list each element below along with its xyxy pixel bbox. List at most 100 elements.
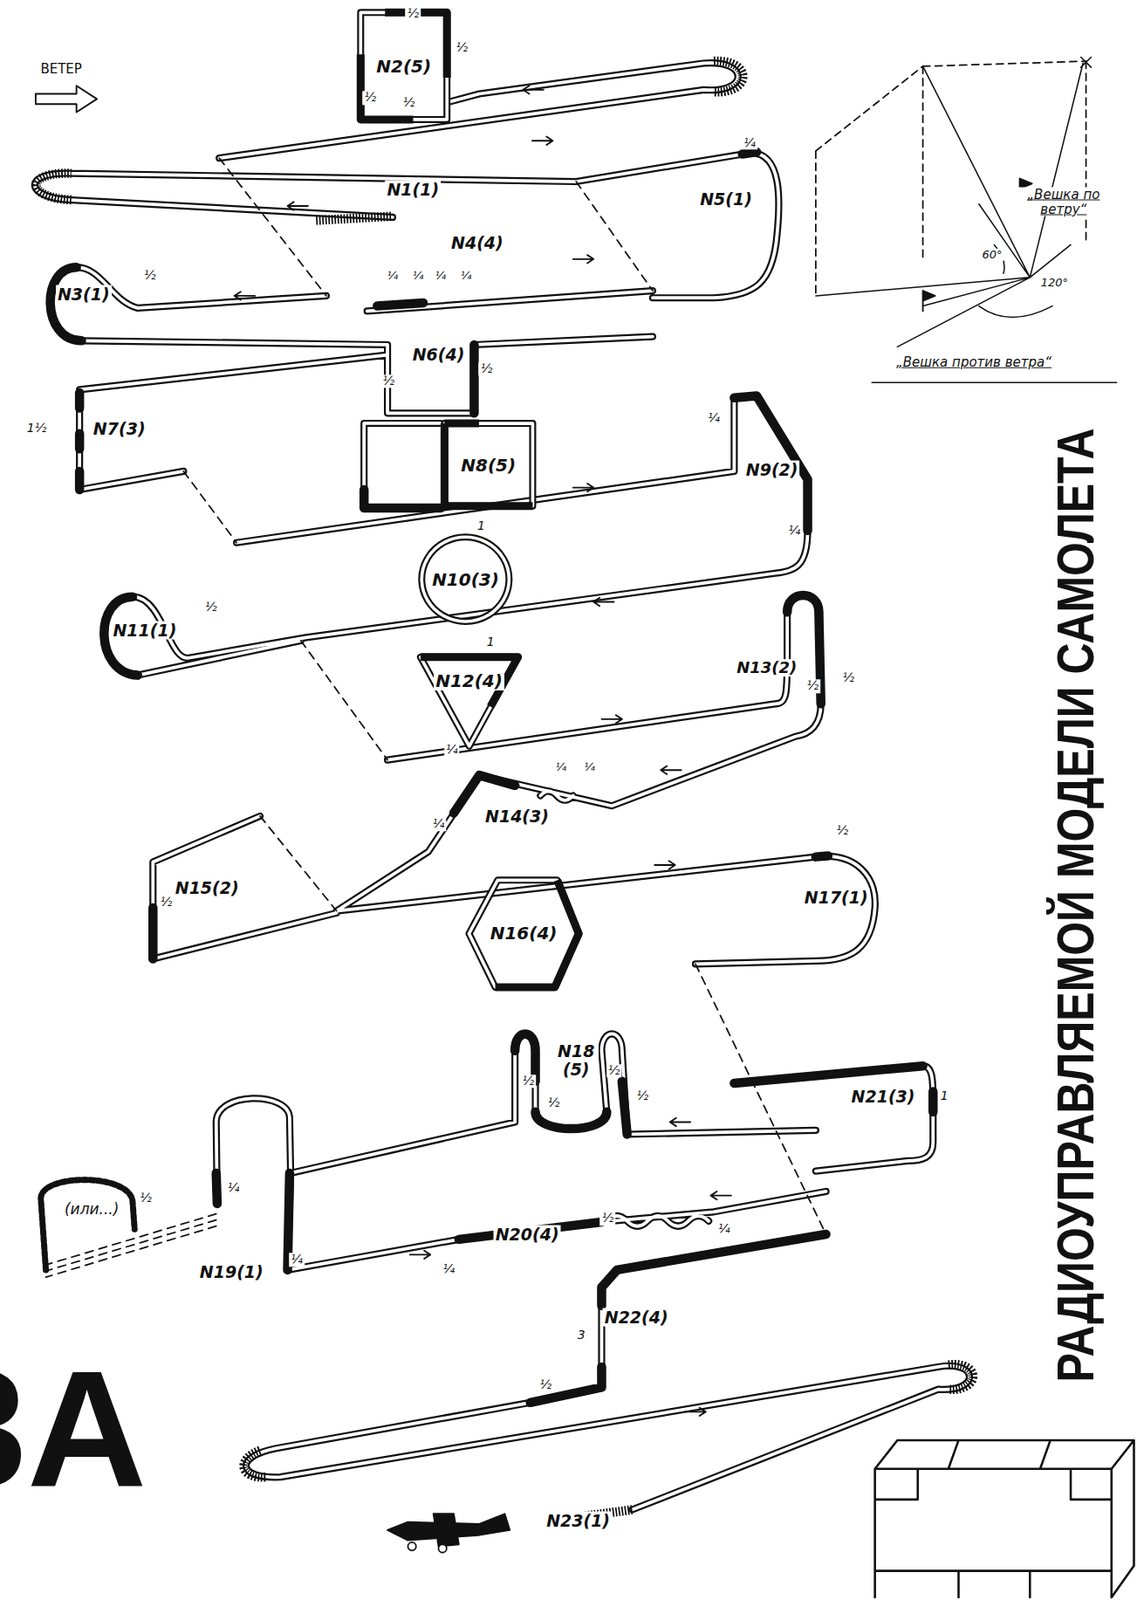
direction-arrow xyxy=(234,85,732,1416)
alternative-note: (или...) xyxy=(62,1199,121,1217)
fraction-mark: ¼ xyxy=(705,410,722,425)
model-airplane xyxy=(387,1513,510,1546)
flight-path-inner xyxy=(34,62,970,1509)
box-sketch xyxy=(875,1439,1135,1597)
fraction-mark: ½ xyxy=(404,7,421,21)
fraction-mark: ½ xyxy=(606,1063,623,1077)
transition-dashed-line xyxy=(46,157,827,1277)
figure-outline-inner xyxy=(420,656,519,746)
figure-number: N14(3) xyxy=(483,806,551,825)
fraction-mark: ½ xyxy=(537,1377,554,1391)
wind-plane-dashed xyxy=(815,61,1087,296)
figure-number: N3(1) xyxy=(55,284,112,303)
fraction-mark: ½ xyxy=(600,1212,617,1226)
figure-number: N23(1) xyxy=(544,1511,612,1530)
flight-path-outline xyxy=(34,62,970,1509)
figure-outline-inner xyxy=(468,879,579,987)
fraction-mark: ½ xyxy=(454,41,471,55)
fraction-mark: ½ xyxy=(805,679,822,693)
figure-number: N10(3) xyxy=(430,569,501,590)
figure-number: N9(2) xyxy=(744,459,801,479)
angle-mark: 120° xyxy=(1039,276,1070,289)
figure-outline xyxy=(360,13,447,121)
figure-number: N8(5) xyxy=(458,455,518,475)
fraction-mark: ½ xyxy=(479,362,495,376)
fraction-mark: ¼ xyxy=(741,136,758,150)
fraction-mark: ½ xyxy=(401,95,418,110)
fraction-mark: ¼ xyxy=(431,817,447,831)
figure-number: N19(1) xyxy=(198,1262,266,1281)
marker-label: „Вешка по ветру“ xyxy=(1013,187,1114,217)
figure-number: N6(4) xyxy=(410,344,467,364)
figure-number: N20(4) xyxy=(493,1225,562,1244)
fraction-mark: 1 xyxy=(475,519,487,533)
fraction-mark: 1 xyxy=(938,1089,951,1103)
figure-number: N17(1) xyxy=(802,888,870,907)
fraction-mark: ¼ xyxy=(444,742,460,756)
solid-flight-segment xyxy=(444,424,533,507)
angle-mark: 60° xyxy=(980,248,1005,261)
wind-sight-lines xyxy=(815,56,1117,383)
circle-loop: N10(3) xyxy=(417,533,514,625)
fraction-mark: ¼ xyxy=(410,268,426,281)
fraction-mark: ¼ xyxy=(385,268,401,281)
triangle-loop: N12(4) xyxy=(416,650,523,750)
figures-group xyxy=(34,56,1135,1597)
figure-number: N11(1) xyxy=(110,621,179,640)
fraction-mark: ¼ xyxy=(433,268,449,281)
wind-arrow xyxy=(35,85,97,112)
marker-label: „Вешка против ветра“ xyxy=(894,355,1054,370)
fraction-mark: ¼ xyxy=(288,1253,305,1267)
figure-number: N22(4) xyxy=(602,1307,671,1326)
figure-number: N15(2) xyxy=(173,877,241,897)
fraction-mark: ½ xyxy=(137,1191,154,1205)
figure-number: N1(1) xyxy=(384,180,441,199)
figure-number: N2(5) xyxy=(374,56,433,76)
title: РАДИОУПРАВЛЯЕМОЙ МОДЕЛИ САМОЛЕТА xyxy=(1047,428,1105,1383)
fraction-mark: ¼ xyxy=(226,1181,242,1195)
figure-outline-inner xyxy=(444,424,533,507)
fraction-mark: ¼ xyxy=(787,523,803,537)
figure-number: N16(4) xyxy=(488,923,560,943)
fraction-mark: ½ xyxy=(142,268,158,282)
figure-outline xyxy=(416,650,523,750)
hatched-segment xyxy=(35,61,973,1520)
fraction-mark: ½ xyxy=(546,1096,562,1110)
fraction-mark: ½ xyxy=(158,896,175,910)
fraction-mark: 1½ xyxy=(25,421,48,435)
figure-number: N12(4) xyxy=(433,671,505,691)
solid-flight-segment xyxy=(420,656,519,706)
fraction-mark: ¼ xyxy=(553,760,569,774)
figure-outline xyxy=(468,879,579,987)
fraction-mark: ½ xyxy=(362,90,378,104)
figure-outline-inner xyxy=(421,536,509,622)
fraction-mark: ½ xyxy=(834,824,850,838)
solid-flight-segment xyxy=(360,13,447,121)
alternative-loop xyxy=(41,1179,136,1270)
fraction-mark: ¼ xyxy=(440,1261,457,1275)
fraction-mark: ½ xyxy=(203,601,220,615)
plane-wheel xyxy=(407,1541,446,1553)
figure-number: N4(4) xyxy=(449,233,506,253)
figure-number: N13(2) xyxy=(734,659,799,678)
fraction-mark: ¼ xyxy=(716,1221,733,1235)
figure-outline xyxy=(444,424,533,507)
fraction-mark: ½ xyxy=(840,671,857,685)
figure-number: N5(1) xyxy=(698,189,754,208)
fraction-mark: 1 xyxy=(485,636,497,650)
figure-outline xyxy=(420,656,519,746)
square-loop: N8(5) xyxy=(440,419,537,510)
figure-number: N21(3) xyxy=(849,1087,918,1106)
fraction-mark: ½ xyxy=(634,1089,651,1103)
wind-label: ВЕТЕР xyxy=(38,61,83,77)
page-letter: 3А xyxy=(0,1344,149,1511)
figure-outline-inner xyxy=(360,13,447,121)
figure-number: N7(3) xyxy=(91,418,148,438)
solid-flight-segment xyxy=(50,151,934,1403)
fraction-mark: ¼ xyxy=(458,268,474,281)
figure-outline xyxy=(421,536,509,622)
hexagon-loop: N16(4) xyxy=(464,875,584,992)
fraction-mark: ¼ xyxy=(582,760,597,774)
